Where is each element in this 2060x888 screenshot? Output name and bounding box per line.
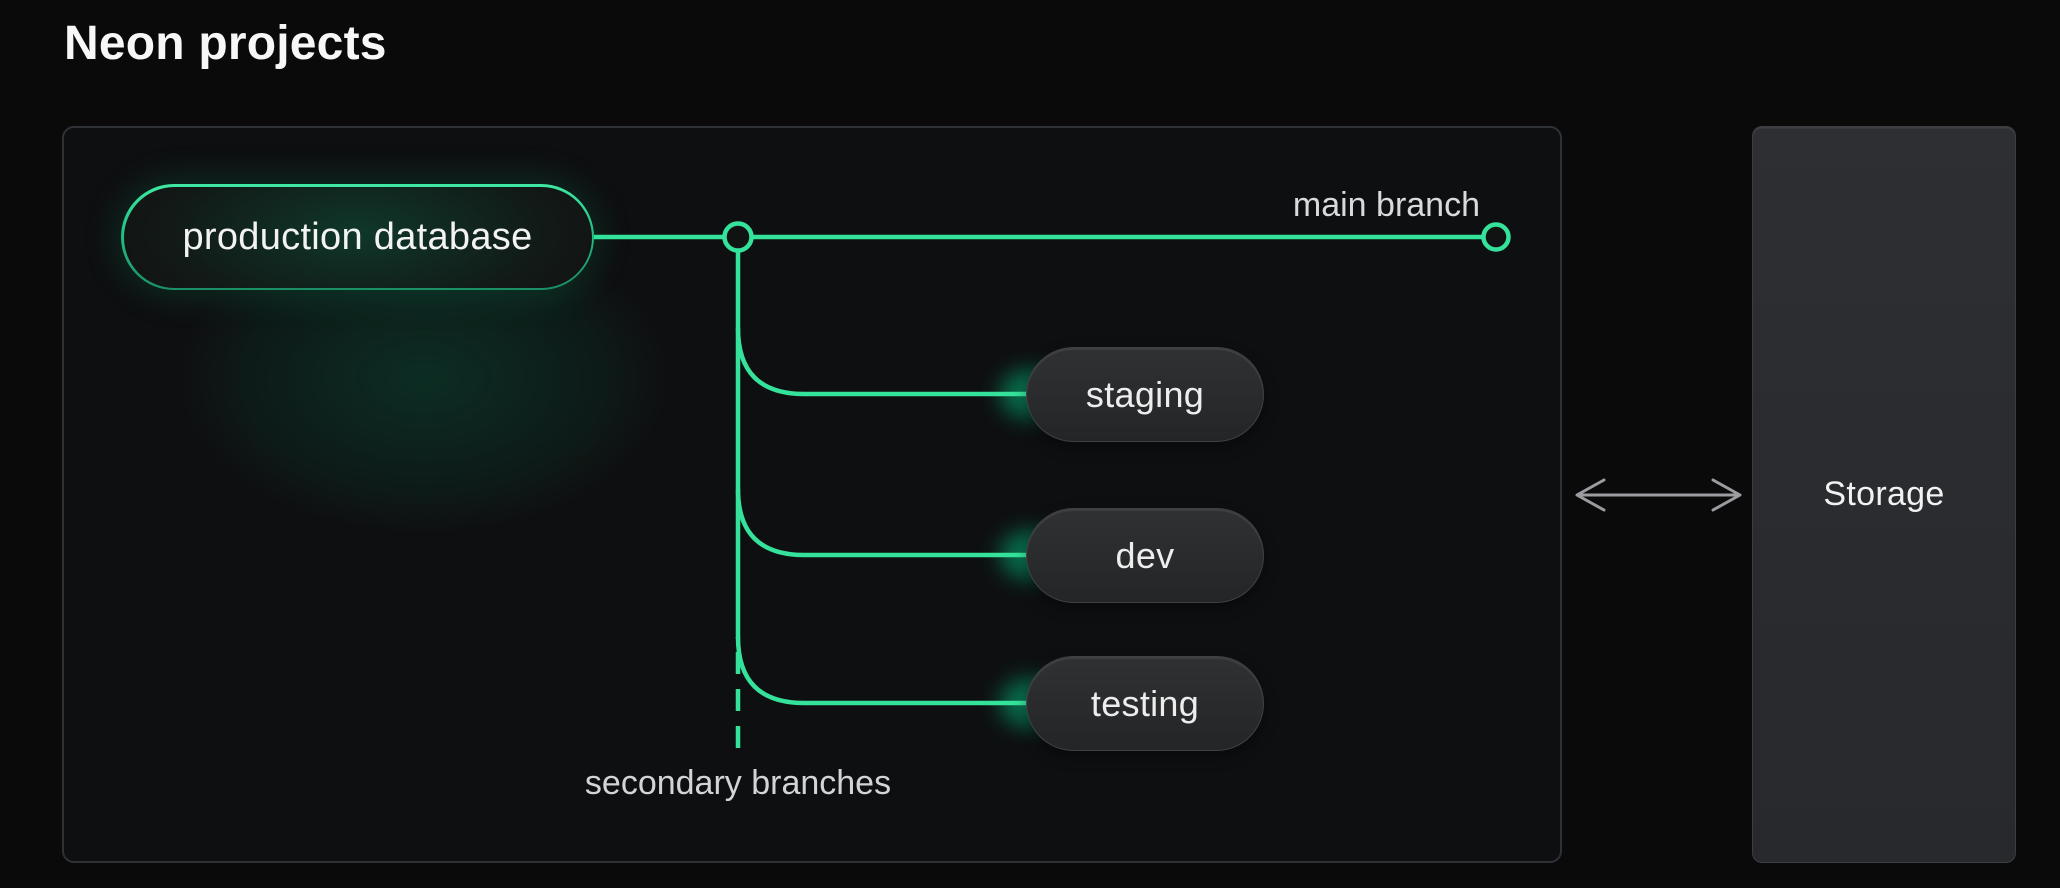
staging-branch-line (735, 327, 1027, 397)
node-production-database-label: production database (182, 215, 533, 258)
node-staging-label: staging (1085, 373, 1205, 415)
storage-box: Storage (1752, 126, 2016, 863)
main-branch-label: main branch (1292, 186, 1480, 224)
dev-branch-line (735, 488, 1027, 558)
branch-junction-node (722, 221, 754, 253)
storage-sync-arrow (1575, 478, 1742, 512)
node-testing-label: testing (1090, 682, 1200, 724)
node-staging: staging (1026, 347, 1264, 442)
secondary-branches-label: secondary branches (584, 764, 892, 802)
storage-label: Storage (1823, 475, 1945, 513)
node-dev-label: dev (1115, 534, 1175, 576)
main-branch-end-node (1481, 222, 1511, 252)
testing-branch-line (735, 636, 1027, 706)
node-testing: testing (1026, 656, 1264, 751)
node-dev: dev (1026, 508, 1264, 603)
node-production-database: production database (121, 184, 594, 290)
page-title: Neon projects (64, 17, 387, 70)
